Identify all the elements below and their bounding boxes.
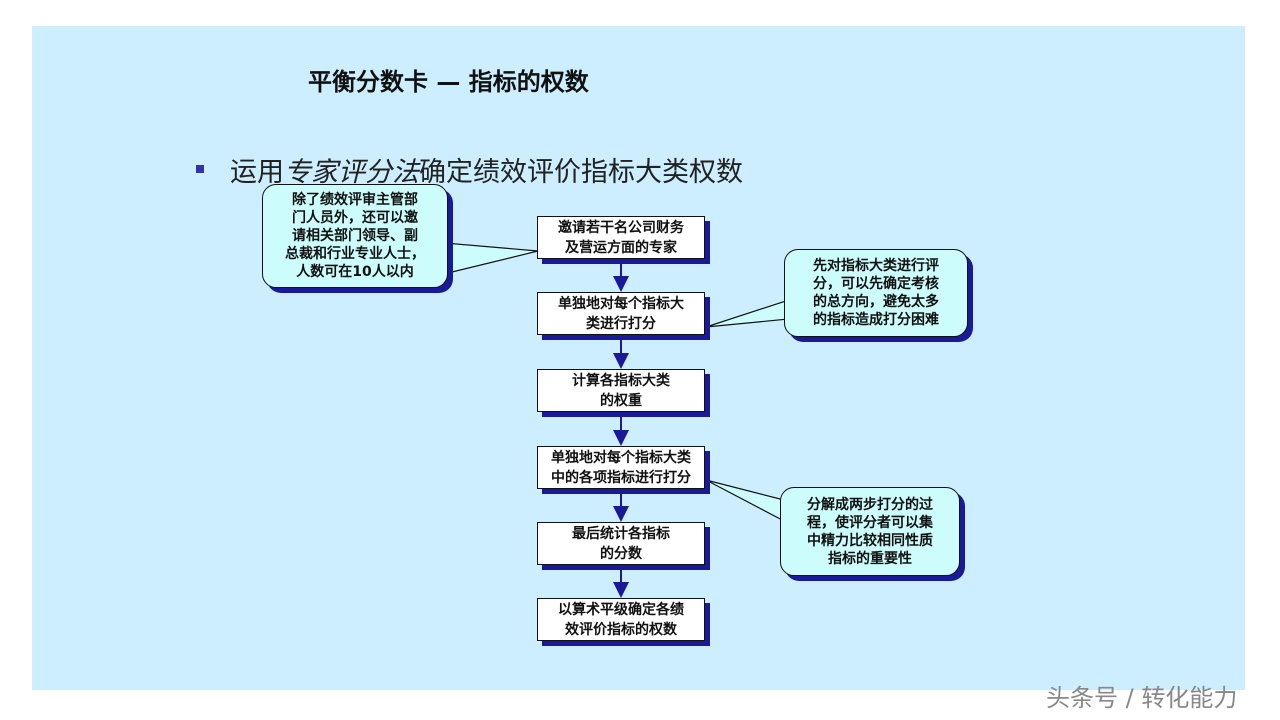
subtitle-method: 专家评分法 [284,157,419,188]
callout-experts: 除了绩效评审主管部 门人员外，还可以邀 请相关部门领导、副 总裁和行业专业人士，… [262,184,448,288]
callout-text: 先对指标大类进行评 分，可以先确定考核 的总方向，避免太多 的指标造成打分困难 [813,258,939,328]
subtitle-prefix: 运用 [230,157,284,188]
flow-step-total-scores: 最后统计各指标 的分数 [537,522,705,565]
watermark: 头条号 / 转化能力 [1046,684,1238,712]
slide-title: 平衡分数卡 — 指标的权数 [308,68,589,96]
flow-step-text: 单独地对每个指标大 类进行打分 [558,295,684,332]
flow-step-score-categories: 单独地对每个指标大 类进行打分 [537,292,705,335]
flow-step-text: 单独地对每个指标大类 中的各项指标进行打分 [551,449,691,486]
callout-pointer-experts [444,242,539,273]
subtitle-suffix: 确定绩效评价指标大类权数 [419,157,743,188]
subtitle: 运用专家评分法确定绩效评价指标大类权数 [230,150,743,189]
callout-text: 分解成两步打分的过 程，使评分者可以集 中精力比较相同性质 指标的重要性 [807,496,933,567]
flow-step-score-items: 单独地对每个指标大类 中的各项指标进行打分 [537,446,705,489]
callout-pointer-two-step [705,479,787,524]
callout-two-step: 分解成两步打分的过 程，使评分者可以集 中精力比较相同性质 指标的重要性 [780,487,960,576]
flow-step-text: 计算各指标大类 的权重 [572,372,670,409]
flow-step-text: 最后统计各指标 的分数 [572,525,670,562]
callout-text: 除了绩效评审主管部 门人员外，还可以邀 请相关部门领导、副 总裁和行业专业人士，… [285,192,425,280]
flow-step-final-weights: 以算术平级确定各绩 效评价指标的权数 [537,598,705,641]
flow-step-text: 以算术平级确定各绩 效评价指标的权数 [558,601,684,638]
callout-categories: 先对指标大类进行评 分，可以先确定考核 的总方向，避免太多 的指标造成打分困难 [784,249,968,337]
flow-step-invite-experts: 邀请若干名公司财务 及营运方面的专家 [537,216,705,259]
flow-step-compute-weights: 计算各指标大类 的权重 [537,369,705,412]
flow-step-text: 邀请若干名公司财务 及营运方面的专家 [558,219,684,256]
slide-background [32,26,1245,690]
bullet-icon [196,165,204,173]
